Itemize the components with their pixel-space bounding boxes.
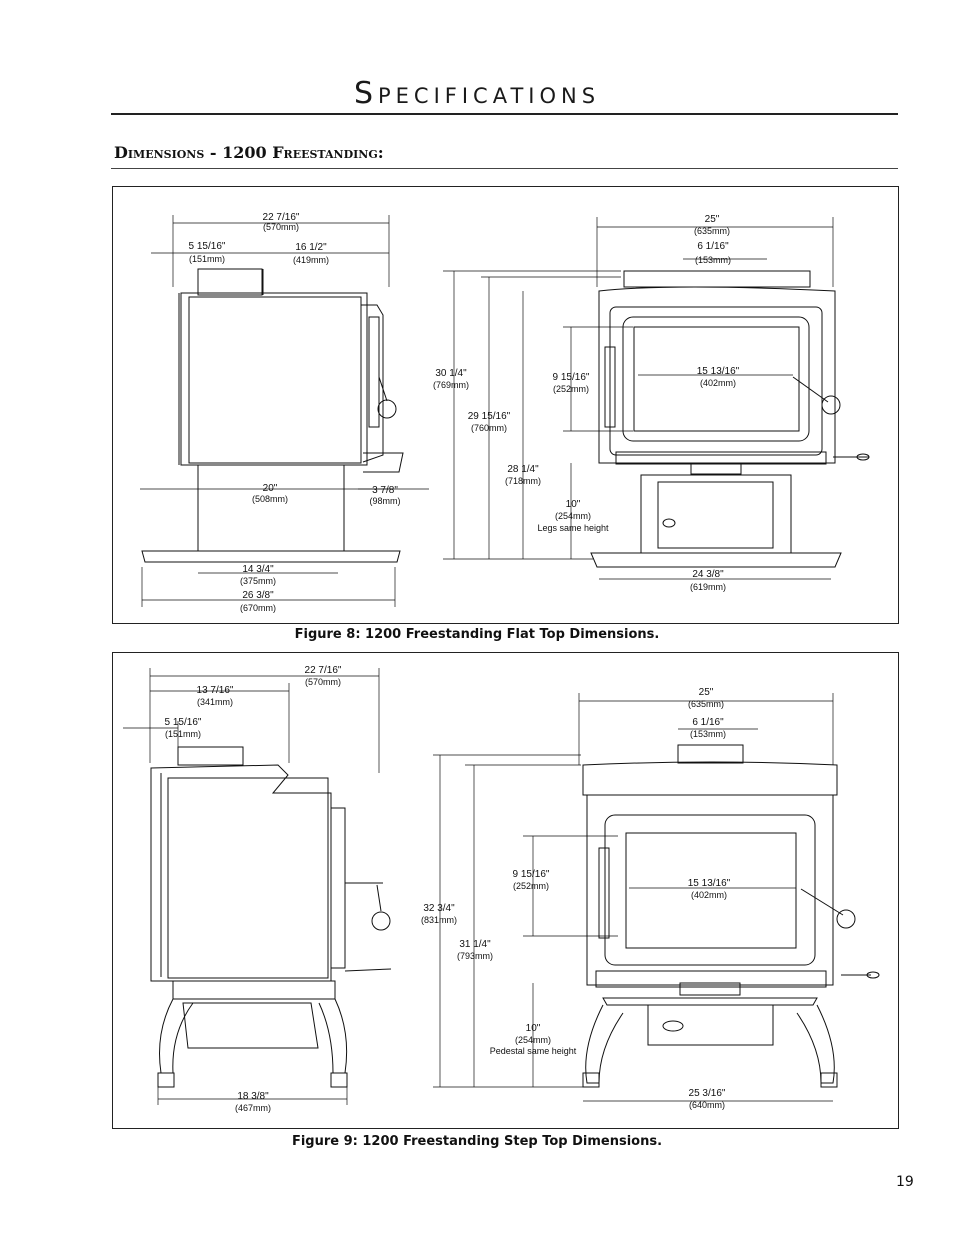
dim-570mm: (570mm) bbox=[263, 222, 299, 232]
dim-26-3-8: 26 3/8" bbox=[242, 590, 274, 601]
dim-28-1-4: 28 1/4" bbox=[507, 464, 539, 475]
dim-6-1-16: 6 1/16" bbox=[692, 717, 724, 728]
figure-8-caption: Figure 8: 1200 Freestanding Flat Top Dim… bbox=[294, 627, 660, 642]
dim-20: 20" bbox=[263, 483, 278, 494]
dim-831mm: (831mm) bbox=[421, 915, 457, 925]
figure-8-drawing: 22 7/16" (570mm) 5 15/16" (151mm) 16 1/2… bbox=[112, 186, 899, 624]
page-number: 19 bbox=[896, 1174, 914, 1190]
dim-252mm: (252mm) bbox=[513, 881, 549, 891]
dim-pedestal-note: Pedestal same height bbox=[490, 1046, 577, 1056]
dim-153mm: (153mm) bbox=[695, 255, 731, 265]
title-rule bbox=[111, 113, 898, 115]
dim-570mm: (570mm) bbox=[305, 677, 341, 687]
dim-635mm: (635mm) bbox=[694, 226, 730, 236]
dim-793mm: (793mm) bbox=[457, 951, 493, 961]
dim-508mm: (508mm) bbox=[252, 494, 288, 504]
flat-top-side-view bbox=[141, 268, 404, 563]
dim-670mm: (670mm) bbox=[240, 603, 276, 613]
dim-98mm: (98mm) bbox=[370, 496, 401, 506]
dim-6-1-16: 6 1/16" bbox=[697, 241, 729, 252]
dim-30-1-4: 30 1/4" bbox=[435, 368, 467, 379]
dim-769mm: (769mm) bbox=[433, 380, 469, 390]
dim-10: 10" bbox=[566, 499, 581, 510]
dim-25: 25" bbox=[705, 214, 720, 225]
dim-15-13-16: 15 13/16" bbox=[688, 878, 731, 889]
dim-13-7-16: 13 7/16" bbox=[197, 685, 234, 696]
dim-341mm: (341mm) bbox=[197, 697, 233, 707]
dim-25-3-16: 25 3/16" bbox=[689, 1088, 726, 1099]
dim-254mm: (254mm) bbox=[515, 1035, 551, 1045]
dim-3-7-8: 3 7/8" bbox=[372, 485, 398, 496]
step-top-side-view bbox=[150, 746, 392, 1088]
dim-18-3-8: 18 3/8" bbox=[237, 1091, 269, 1102]
dim-legs-note: Legs same height bbox=[537, 523, 609, 533]
page-title: Specifications bbox=[353, 76, 601, 111]
section-heading: Dimensions - 1200 Freestanding: bbox=[114, 143, 384, 162]
dim-402mm: (402mm) bbox=[700, 378, 736, 388]
figure-9-drawing: 22 7/16" (570mm) 13 7/16" (341mm) 5 15/1… bbox=[112, 652, 899, 1129]
dim-10: 10" bbox=[526, 1023, 541, 1034]
dim-24-3-8: 24 3/8" bbox=[692, 569, 724, 580]
figure-9-svg: 22 7/16" (570mm) 13 7/16" (341mm) 5 15/1… bbox=[123, 665, 880, 1113]
dim-760mm: (760mm) bbox=[471, 423, 507, 433]
dim-619mm: (619mm) bbox=[690, 582, 726, 592]
dim-15-13-16: 15 13/16" bbox=[697, 366, 740, 377]
dim-635mm: (635mm) bbox=[688, 699, 724, 709]
dim-9-15-16: 9 15/16" bbox=[513, 869, 550, 880]
dim-29-15-16: 29 15/16" bbox=[468, 411, 511, 422]
dim-14-3-4: 14 3/4" bbox=[242, 564, 274, 575]
dim-5-15-16: 5 15/16" bbox=[165, 717, 202, 728]
dim-153mm: (153mm) bbox=[690, 729, 726, 739]
dim-402mm: (402mm) bbox=[691, 890, 727, 900]
dim-31-1-4: 31 1/4" bbox=[459, 939, 491, 950]
dim-5-15-16: 5 15/16" bbox=[189, 241, 226, 252]
flat-top-dimension-lines bbox=[140, 215, 834, 607]
step-top-front-view bbox=[582, 744, 880, 1088]
flat-top-front-view bbox=[590, 270, 870, 568]
dim-9-15-16: 9 15/16" bbox=[553, 372, 590, 383]
dim-22-7-16: 22 7/16" bbox=[263, 212, 300, 223]
dim-32-3-4: 32 3/4" bbox=[423, 903, 455, 914]
dim-640mm: (640mm) bbox=[689, 1100, 725, 1110]
dim-375mm: (375mm) bbox=[240, 576, 276, 586]
dim-151mm: (151mm) bbox=[189, 254, 225, 264]
dim-419mm: (419mm) bbox=[293, 255, 329, 265]
figure-8-svg: 22 7/16" (570mm) 5 15/16" (151mm) 16 1/2… bbox=[140, 212, 870, 613]
dim-16-1-2: 16 1/2" bbox=[295, 242, 327, 253]
dim-22-7-16: 22 7/16" bbox=[305, 665, 342, 676]
dim-467mm: (467mm) bbox=[235, 1103, 271, 1113]
dim-254mm: (254mm) bbox=[555, 511, 591, 521]
dim-151mm: (151mm) bbox=[165, 729, 201, 739]
section-rule bbox=[111, 168, 898, 169]
dim-252mm: (252mm) bbox=[553, 384, 589, 394]
figure-9-caption: Figure 9: 1200 Freestanding Step Top Dim… bbox=[291, 1134, 663, 1149]
step-top-dimension-lines bbox=[123, 668, 834, 1105]
dim-718mm: (718mm) bbox=[505, 476, 541, 486]
dim-25: 25" bbox=[699, 687, 714, 698]
